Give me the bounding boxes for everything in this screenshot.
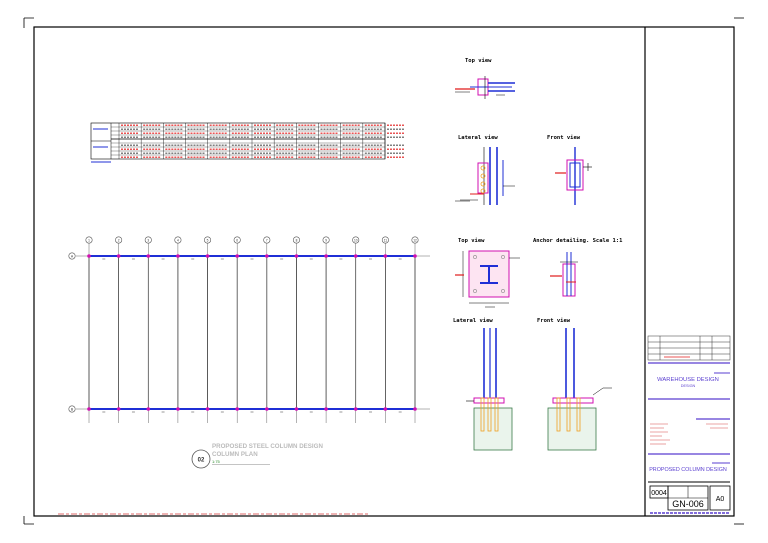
grid-bubble-top-label: 9 [325, 238, 327, 242]
view-label-front-2: Front view [537, 318, 571, 324]
column-node [413, 254, 417, 258]
lateral-view-1-detail [455, 147, 515, 205]
front-view-2-detail [547, 328, 612, 451]
column-node [353, 254, 358, 258]
grid-bubble-top [85, 236, 93, 244]
column-node [324, 254, 328, 258]
paper-size: A0 [716, 496, 725, 503]
view-label-lateral-2: Lateral view [453, 318, 493, 324]
sheet-frame [33, 26, 735, 517]
column-node [235, 254, 239, 258]
grid-bubble-top [411, 236, 419, 244]
grid-bubble-top-label: 5 [207, 238, 209, 242]
grid-bubble-top [292, 236, 300, 244]
column-node [383, 254, 388, 258]
grid-bubble-top [233, 236, 241, 244]
view-label-front-1: Front view [547, 135, 581, 141]
column-node [294, 407, 299, 411]
project-number: 0004 [651, 490, 667, 497]
view-label-anchor: Anchor detailing. Scale 1:1 [533, 238, 623, 244]
grid-bubble-top-label: 6 [236, 238, 238, 242]
grid-bubble-top [263, 236, 271, 244]
grid-bubble-side [68, 252, 76, 260]
plan-scale-note: 1:75 [212, 459, 221, 464]
title-block: WAREHOUSE DESIGN DESIGN PROPOSED COLUMN … [647, 335, 731, 514]
grid-bubble-side [68, 405, 76, 413]
grid-bubble-top [381, 236, 389, 244]
column-node [353, 407, 358, 411]
column-node [294, 254, 299, 258]
grid-bubble-top-label: 8 [296, 238, 298, 242]
sheet-number: GN-006 [672, 499, 704, 509]
plan-title-number: 02 [198, 458, 205, 464]
view-label-lateral-1: Lateral view [458, 135, 498, 141]
detail-views: Top view Lateral view [453, 58, 623, 451]
column-node [324, 407, 328, 411]
grid-bubble-top [322, 236, 330, 244]
grid-bubble-top [352, 236, 360, 244]
column-node [146, 407, 151, 411]
plan-title-line1: PROPOSED STEEL COLUMN DESIGN [212, 443, 323, 450]
plan-title: 02 PROPOSED STEEL COLUMN DESIGN COLUMN P… [191, 443, 323, 469]
column-node [265, 254, 269, 258]
front-view-1-detail [555, 147, 592, 205]
column-node [205, 407, 210, 411]
view-label-top-2: Top view [458, 238, 485, 244]
grid-bubble-top [115, 236, 123, 244]
grid-bubble-top-label: 4 [177, 238, 179, 242]
grid-bubble-top-label: 10 [354, 238, 358, 242]
lateral-view-2-detail [466, 328, 513, 451]
grid-bubble-side-label: B [71, 407, 74, 411]
project-sub: DESIGN [681, 384, 696, 388]
top-view-2-detail [455, 250, 520, 308]
view-label-top-1: Top view [465, 58, 492, 64]
grid-bubble-top-label: 12 [413, 238, 417, 242]
column-node [116, 254, 121, 258]
grid-bubble-top [174, 236, 182, 244]
column-node [116, 407, 121, 411]
grid-bubble-top-label: 7 [266, 238, 268, 242]
paper-size-box [709, 485, 731, 511]
plan-title-circle [191, 449, 211, 469]
column-node [235, 407, 239, 411]
column-node [265, 407, 269, 411]
column-node [205, 254, 210, 258]
column-node [176, 407, 180, 411]
grid-bubble-top-label: 2 [118, 238, 120, 242]
column-node [176, 254, 180, 258]
column-node [383, 407, 388, 411]
column-node [413, 407, 417, 411]
grid-bubble-top-label: 1 [88, 238, 90, 242]
grid-bubble-top-label: 11 [384, 238, 388, 242]
crop-marks [23, 17, 744, 525]
anchor-detail [550, 252, 578, 297]
grid-bubble-side-label: A [71, 254, 74, 258]
grid-bubble-top [204, 236, 212, 244]
column-node [146, 254, 151, 258]
plan-title-line2: COLUMN PLAN [212, 451, 258, 458]
top-view-1-detail [455, 76, 515, 99]
project-name: WAREHOUSE DESIGN [657, 377, 719, 383]
sheet-title: PROPOSED COLUMN DESIGN [649, 467, 727, 473]
grid-bubble-top [144, 236, 152, 244]
column-node [87, 254, 91, 258]
grid-bubble-top-label: 3 [147, 238, 149, 242]
column-schedule-table [90, 122, 405, 163]
column-node [87, 407, 91, 411]
